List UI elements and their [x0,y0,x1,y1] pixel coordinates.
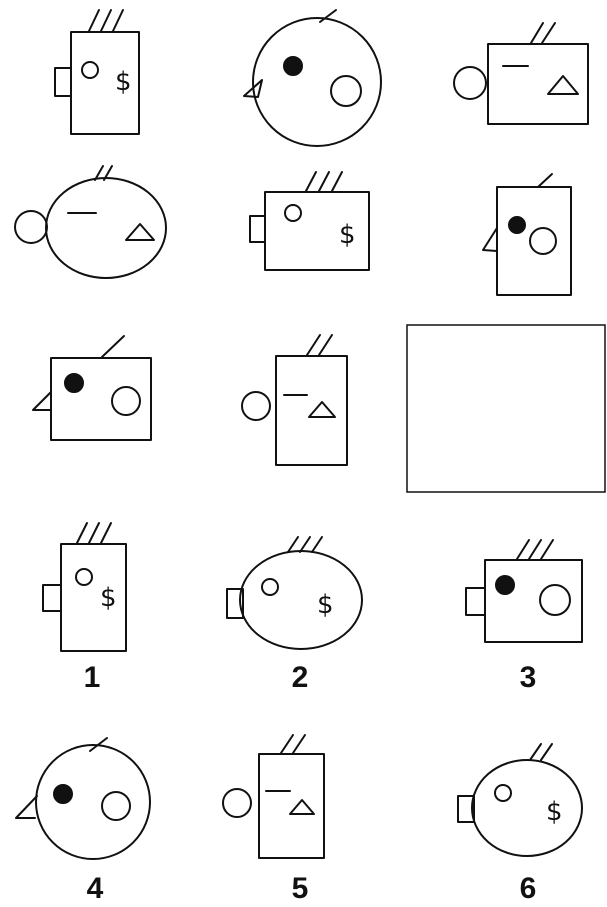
option-1-label: 1 [84,661,101,694]
missing-cell [407,325,605,492]
option-6-label: 6 [520,872,537,905]
dollar-glyph: $ [115,67,132,97]
option-5-label: 5 [292,872,309,905]
dollar-glyph: $ [339,220,356,250]
matrix-cell-6 [483,174,571,295]
option-1[interactable]: $ 1 [43,523,126,694]
option-5[interactable]: 5 [223,735,324,905]
matrix-cell-1: $ [55,10,139,134]
option-3[interactable]: 3 [466,540,582,694]
matrix-cell-7 [33,336,151,440]
option-6[interactable]: $ 6 [458,744,582,905]
option-3-label: 3 [520,661,537,694]
matrix-cell-8 [242,335,347,465]
option-2[interactable]: $ 2 [227,537,362,694]
option-4[interactable]: 4 [16,738,150,905]
matrix-cell-3 [454,23,588,124]
option-4-label: 4 [87,872,104,905]
matrix-cell-2 [244,10,381,146]
option-2-label: 2 [292,661,309,694]
dollar-glyph: $ [100,583,117,613]
matrix-cell-4 [15,166,166,278]
dollar-glyph: $ [546,797,563,827]
matrix-cell-5: $ [250,172,369,270]
dollar-glyph: $ [317,590,334,620]
